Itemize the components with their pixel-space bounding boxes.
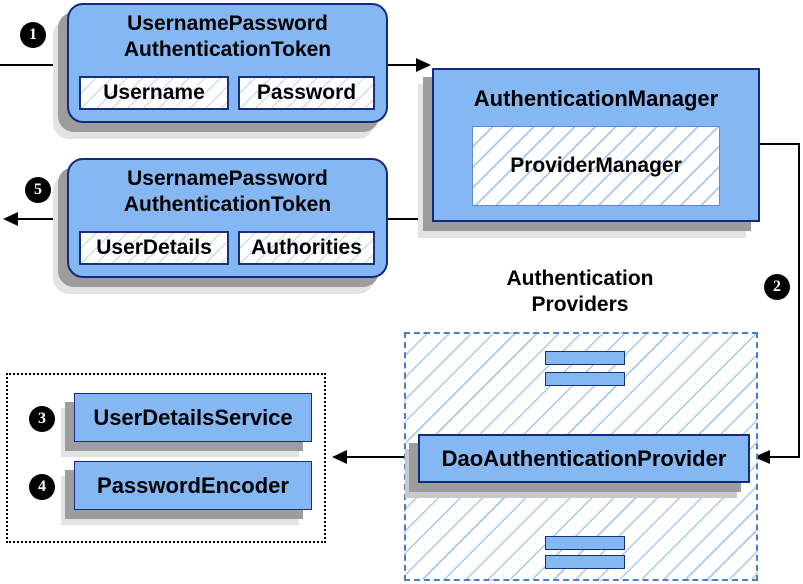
provider-stack-bar: [545, 555, 625, 569]
step-4-badge: 4: [29, 474, 55, 500]
authentication-providers-container: DaoAuthenticationProvider: [404, 332, 758, 581]
step-3-badge: 3: [29, 406, 55, 432]
request-authentication-token-box: UsernamePassword AuthenticationToken Use…: [67, 3, 388, 123]
provider-stack-bar: [545, 372, 625, 386]
response-authentication-token-box: UsernamePassword AuthenticationToken Use…: [67, 158, 388, 278]
step-1-badge: 1: [20, 22, 46, 48]
provider-stack-bar: [545, 351, 625, 365]
provider-manager-box: ProviderManager: [472, 126, 720, 206]
services-container: UserDetailsService PasswordEncoder: [6, 373, 326, 543]
request-token-title-line1: UsernamePassword: [127, 12, 328, 35]
password-field: Password: [238, 76, 375, 110]
response-token-title-line2: AuthenticationToken: [123, 193, 332, 216]
request-token-fields: Username Password: [79, 76, 375, 110]
authentication-providers-label-line1: Authentication: [506, 267, 654, 290]
username-field: Username: [79, 76, 229, 110]
response-token-fields: UserDetails Authorities: [79, 231, 375, 265]
response-token-title: UsernamePassword AuthenticationToken: [69, 160, 386, 218]
user-details-service-box: UserDetailsService: [74, 393, 312, 442]
dao-authentication-provider-box: DaoAuthenticationProvider: [418, 434, 750, 483]
userdetails-field: UserDetails: [79, 231, 229, 265]
authorities-field: Authorities: [238, 231, 375, 265]
step-5-badge: 5: [25, 177, 51, 203]
request-token-title: UsernamePassword AuthenticationToken: [69, 5, 386, 63]
step-2-badge: 2: [764, 274, 790, 300]
authentication-manager-box: AuthenticationManager ProviderManager: [432, 68, 760, 222]
authentication-providers-label-line2: Providers: [531, 293, 629, 316]
authentication-manager-title: AuthenticationManager: [473, 86, 719, 111]
authentication-providers-label: Authentication Providers: [455, 266, 705, 318]
request-token-title-line2: AuthenticationToken: [123, 38, 332, 61]
password-encoder-box: PasswordEncoder: [74, 461, 312, 510]
arrow-manager-to-dao: [754, 143, 800, 464]
provider-stack-bar: [545, 536, 625, 550]
response-token-title-line1: UsernamePassword: [127, 167, 328, 190]
